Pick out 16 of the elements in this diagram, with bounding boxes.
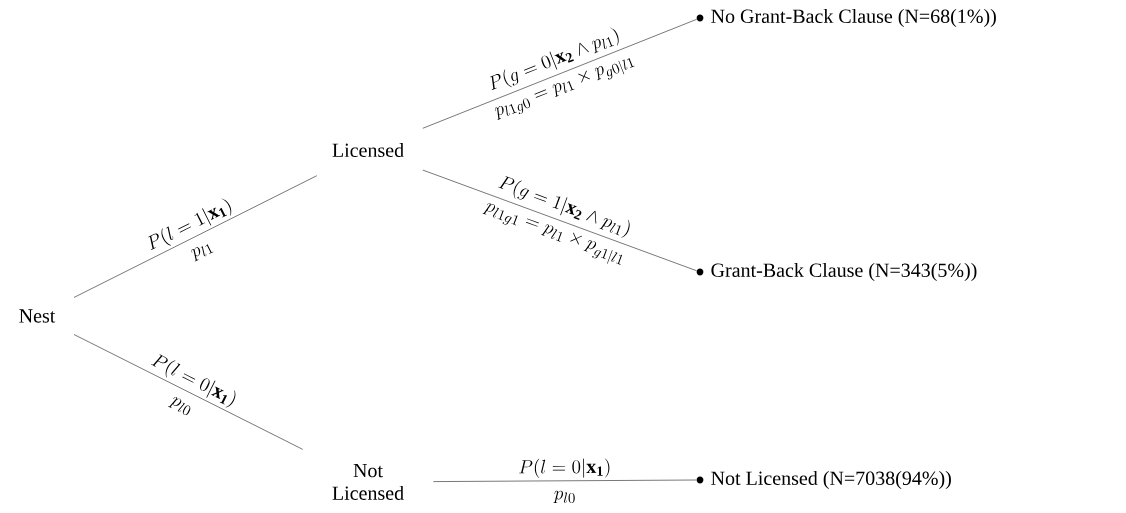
edge-label: $\genfrac{}{}{0pt}{0}{P(l=0|\mathbf{x_1})}{p_{l0}}$ [519,458,610,503]
branch-line [422,19,697,129]
node-label: Nest [19,309,56,323]
branch-line [422,169,697,271]
node-label: Not Licensed [332,464,404,500]
end-point: Grant-Back Clause (N=343(5%)) [696,262,977,282]
edge-label: $\genfrac{}{}{0pt}{0}{P(g=0|\mathbf{x_2}\wedge p_{l1})}{p_{l1g0}=p_{l1}\times p_{g0|l1}}$ [489,27,635,120]
end-point: Not Licensed (N=7038(94%)) [696,470,951,490]
edge-label: $\genfrac{}{}{0pt}{0}{P(l=1|\mathbf{x_1})}{p_{l1}}$ [148,198,232,262]
edge-label: $\genfrac{}{}{0pt}{0}{P(l=0|\mathbf{x_1})}{p_{l0}}$ [151,354,236,416]
end-point: No Grant-Back Clause (N=68(1%)) [696,8,996,28]
edge-label: $\genfrac{}{}{0pt}{0}{P(g=1|\mathbf{x_2}\wedge p_{l1})}{p_{l1g1}=p_{l1}\times p_{g1|l1}}$ [482,176,630,265]
branch-line [73,175,318,298]
branch-line [73,334,303,450]
branch-line [433,479,697,482]
node-label: Licensed [332,142,404,157]
